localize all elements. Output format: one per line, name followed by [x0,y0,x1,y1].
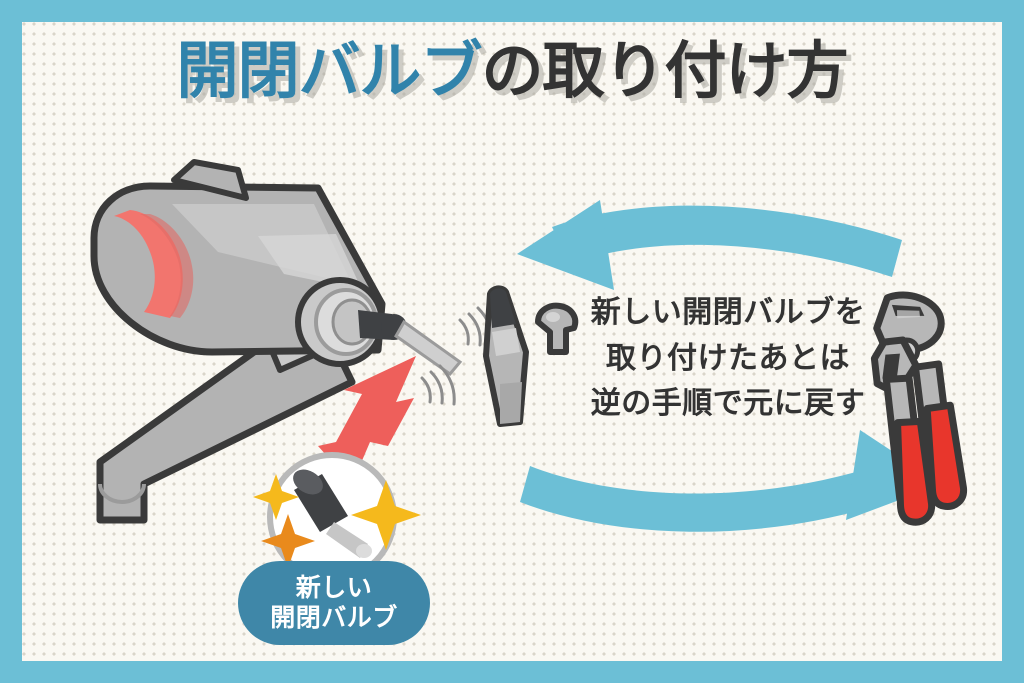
instruction-line: 逆の手順で元に戻す [590,386,866,422]
instruction-line: 新しい開閉バルブを [590,295,866,330]
badge-line: 開閉バルブ [270,603,398,632]
badge-line: 新しい [295,572,373,602]
instruction-line: 取り付けたあとは [606,340,850,376]
valve-cartridge [483,285,529,427]
curved-arrow-top [517,200,902,290]
valve-cap [535,302,579,355]
sparkle-icon [261,514,315,568]
curved-arrow-bottom [520,430,942,532]
poster-paper: 開閉バルブの取り付け方 [22,22,1002,661]
sparkle-icon [253,474,299,520]
pliers-tool [870,291,967,526]
sparkle-icon [351,480,421,550]
illustration-layer [90,159,967,582]
faucet-body [90,159,463,524]
instruction-text: 新しい開閉バルブを 取り付けたあとは 逆の手順で元に戻す [570,290,886,427]
new-valve-badge: 新しい 開閉バルブ [238,561,430,645]
sparkle-group [253,474,421,568]
red-double-arrow [318,356,416,484]
new-valve-part [293,469,372,558]
